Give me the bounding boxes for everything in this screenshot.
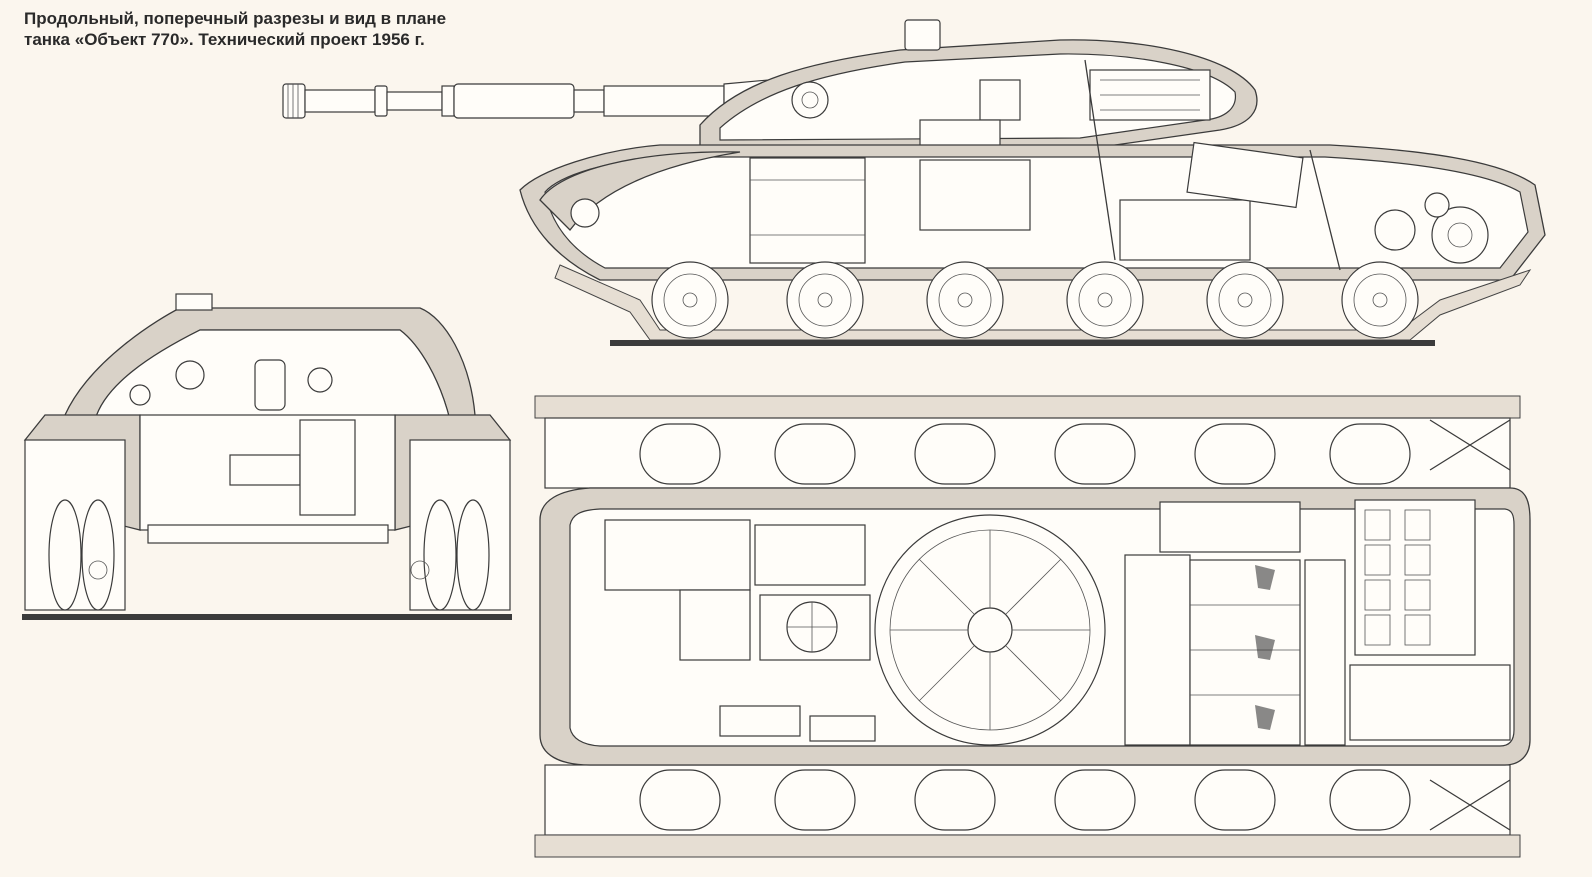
cross-section-wheels — [48, 499, 490, 611]
side-track — [554, 261, 1532, 346]
hull-side — [519, 59, 1546, 281]
plan-track-bottom — [534, 764, 1521, 858]
engine-blocks — [1364, 509, 1431, 646]
caption-line-1: Продольный, поперечный разрезы и вид в п… — [24, 9, 447, 28]
turret-ring — [874, 514, 1106, 746]
caption-line-2: танка «Объект 770». Технический проект 1… — [24, 30, 425, 49]
plan-track-top — [534, 395, 1521, 489]
figure-caption: Продольный, поперечный разрезы и вид в п… — [24, 8, 584, 50]
turret — [699, 19, 1258, 151]
gun-barrel — [282, 77, 791, 125]
plan-view — [534, 395, 1531, 858]
cupola — [175, 293, 213, 311]
cross-section-view — [22, 293, 512, 620]
side-section-view — [282, 19, 1546, 346]
